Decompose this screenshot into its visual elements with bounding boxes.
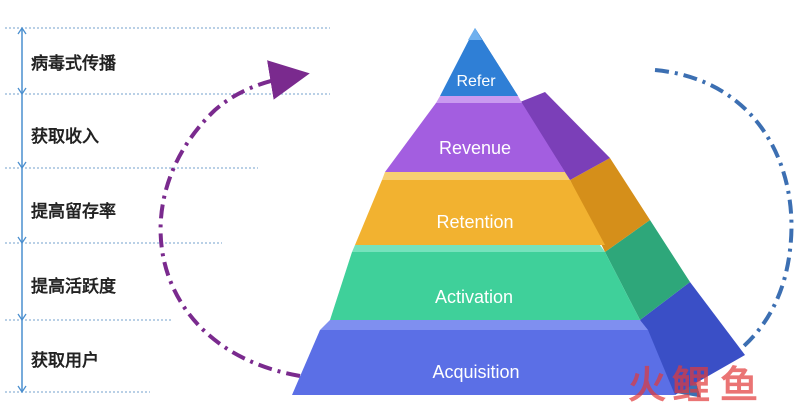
tier-activation-top [352, 245, 605, 252]
arrow-icon [17, 161, 27, 170]
tier-refer-highlight [468, 28, 482, 40]
stage-label-refer: 病毒式传播 [31, 53, 117, 74]
tier-revenue-label: Revenue [439, 138, 511, 158]
arrow-icon [17, 313, 27, 322]
tier-revenue-side [520, 92, 610, 180]
tier-retention: Retention [355, 158, 650, 252]
left-stage-scale: 病毒式传播 获取收入 提高留存率 提高活跃度 获取用户 [5, 26, 330, 394]
tier-revenue-front [385, 103, 565, 172]
stage-label-revenue: 获取收入 [31, 126, 99, 147]
tier-retention-front [355, 180, 605, 245]
watermark-logo: 火 鲤 鱼 [628, 363, 758, 405]
tier-acquisition-top [320, 320, 648, 330]
watermark-char: 鲤 [672, 363, 710, 405]
left-cycle-arrow [158, 60, 310, 378]
tier-retention-side [570, 158, 650, 252]
tier-retention-label: Retention [436, 212, 513, 232]
tier-revenue-top [436, 96, 522, 103]
arrow-icon [17, 87, 27, 96]
watermark-char: 鱼 [720, 363, 758, 405]
watermark-char: 火 [628, 363, 666, 405]
tier-acquisition: Acquisition [292, 282, 745, 395]
stage-label-activation: 提高活跃度 [31, 276, 117, 297]
tier-refer: Refer [440, 28, 518, 96]
tier-refer-front [440, 28, 518, 96]
tier-retention-top [382, 172, 570, 180]
arrow-icon [17, 385, 27, 394]
tier-revenue: Revenue [385, 92, 610, 180]
tier-acquisition-label: Acquisition [432, 362, 519, 382]
tier-activation-front [330, 252, 640, 320]
tier-activation-label: Activation [435, 287, 513, 307]
tier-refer-label: Refer [456, 73, 496, 90]
tier-acquisition-front [292, 330, 675, 395]
aarrr-pyramid: Acquisition Activation Retention Revenue [292, 28, 745, 395]
stage-label-retention: 提高留存率 [31, 201, 116, 222]
arrow-icon [17, 236, 27, 245]
tier-activation-side [605, 220, 690, 320]
tier-acquisition-side [640, 282, 745, 395]
tier-activation: Activation [330, 220, 690, 320]
arrow-icon [17, 26, 27, 35]
stage-label-acquisition: 获取用户 [31, 350, 99, 371]
